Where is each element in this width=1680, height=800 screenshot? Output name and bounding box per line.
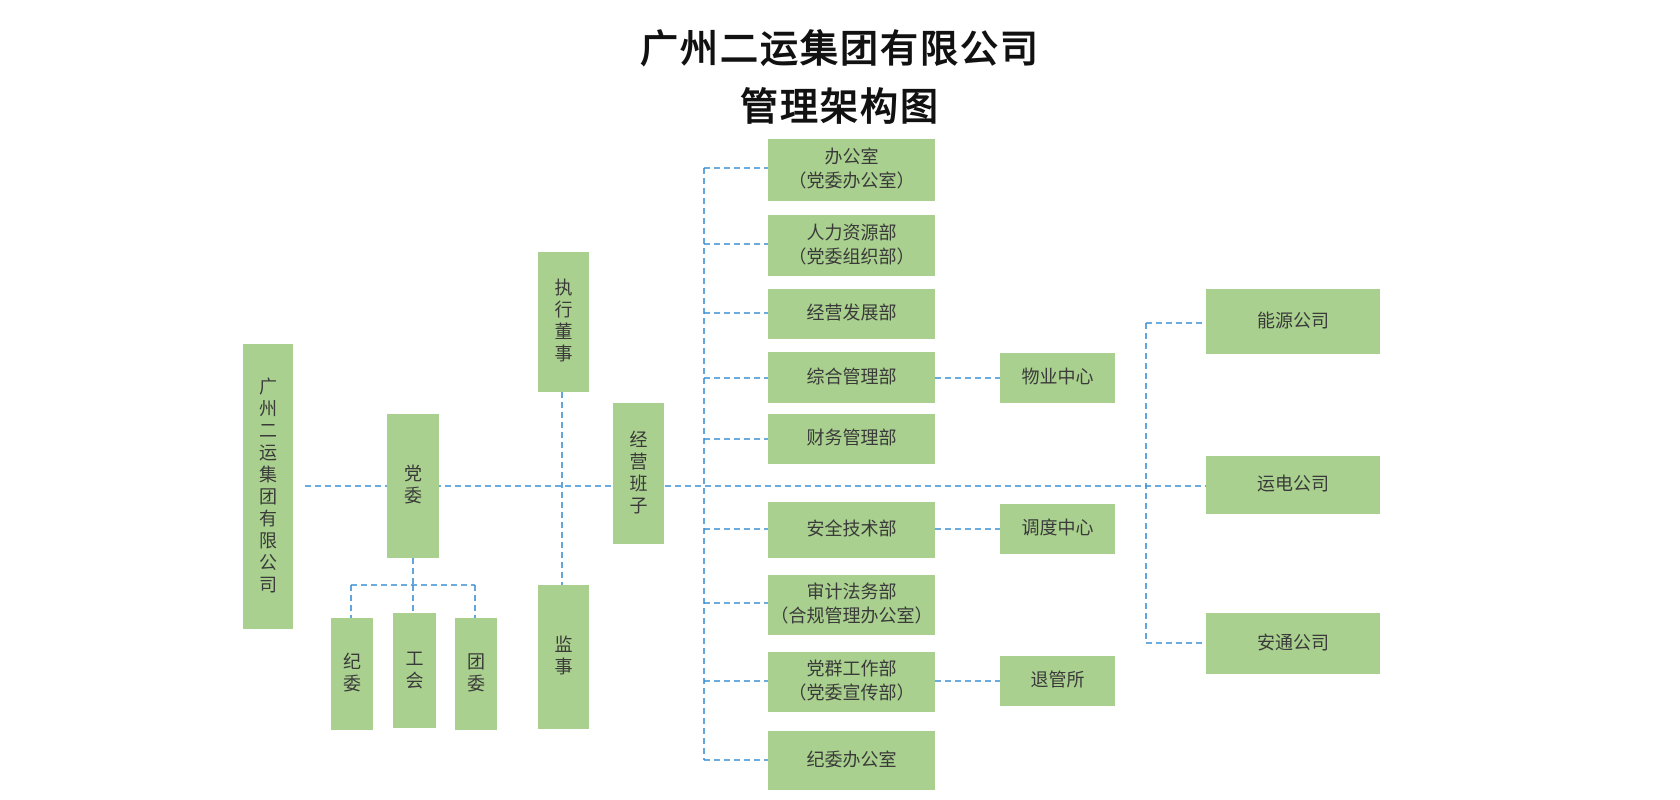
subsidiary-label: 能源公司 <box>1257 310 1329 332</box>
youth-league-box: 团委 <box>455 618 497 730</box>
vertical-char: 行 <box>554 300 573 321</box>
dept-name: 纪委办公室 <box>806 749 897 771</box>
vertical-char: 集 <box>259 464 277 486</box>
center-label: 退管所 <box>1030 670 1085 691</box>
dept-business-development: 经营发展部 <box>768 289 935 339</box>
vertical-char: 限 <box>259 530 277 552</box>
chart-title-line1: 广州二运集团有限公司 <box>639 26 1040 71</box>
vertical-char: 委 <box>404 486 422 507</box>
center-property: 物业中心 <box>1000 353 1115 403</box>
vertical-char: 经 <box>629 429 648 451</box>
vertical-char: 工 <box>405 648 424 670</box>
center-retirement-management: 退管所 <box>1000 656 1115 706</box>
vertical-char: 团 <box>467 652 485 673</box>
dept-office: 办公室 （党委办公室） <box>768 139 935 201</box>
vertical-char: 委 <box>467 674 485 695</box>
vertical-char: 州 <box>259 398 277 420</box>
vertical-char: 纪 <box>343 652 361 673</box>
center-label: 物业中心 <box>1021 367 1094 388</box>
dept-sub: （党委办公室） <box>788 171 915 192</box>
chart-title-line2: 管理架构图 <box>739 84 940 129</box>
vertical-char: 运 <box>259 442 277 464</box>
vertical-char: 监 <box>554 635 573 656</box>
vertical-char: 广 <box>259 376 277 398</box>
vertical-char: 委 <box>343 674 361 695</box>
supervisor-label: 监事 <box>555 635 573 679</box>
company-box: 广州二运集团有限公司 <box>243 344 293 629</box>
vertical-char: 营 <box>629 451 648 473</box>
vertical-char: 党 <box>404 464 422 485</box>
youth-league-label: 团委 <box>467 652 485 696</box>
vertical-char: 团 <box>259 486 277 508</box>
vertical-char: 有 <box>259 508 277 530</box>
executive-director-label: 执行董事 <box>555 278 573 366</box>
vertical-char: 司 <box>259 574 277 596</box>
management-team-box: 经营班子 <box>613 403 664 544</box>
center-dispatch: 调度中心 <box>1000 504 1115 554</box>
subsidiary-energy: 能源公司 <box>1206 289 1380 354</box>
dept-name: 党群工作部 <box>806 659 897 680</box>
subsidiary-label: 安通公司 <box>1257 632 1329 654</box>
vertical-char: 子 <box>629 495 648 517</box>
management-team-label: 经营班子 <box>630 430 648 518</box>
vertical-char: 执 <box>554 278 573 299</box>
dept-sub: （党委宣传部） <box>788 683 915 704</box>
executive-director-box: 执行董事 <box>538 252 589 392</box>
dept-sub: （合规管理办公室） <box>770 606 933 627</box>
dept-name: 经营发展部 <box>806 303 897 324</box>
dept-name: 财务管理部 <box>806 428 897 449</box>
party-committee-box: 党委 <box>387 414 439 558</box>
dept-name: 安全技术部 <box>806 519 897 540</box>
dept-name: 审计法务部 <box>806 582 897 603</box>
discipline-committee-box: 纪委 <box>331 618 373 730</box>
vertical-char: 事 <box>554 657 573 678</box>
labor-union-label: 工会 <box>406 649 424 693</box>
dept-general-management: 综合管理部 <box>768 352 935 403</box>
party-committee-label: 党委 <box>404 464 422 508</box>
dept-hr: 人力资源部 （党委组织部） <box>768 215 935 276</box>
subsidiary-antong: 安通公司 <box>1206 613 1380 674</box>
vertical-char: 事 <box>554 344 573 365</box>
dept-name: 办公室 <box>824 147 879 168</box>
dept-party-mass-work: 党群工作部 （党委宣传部） <box>768 652 935 712</box>
dept-audit-legal: 审计法务部 （合规管理办公室） <box>768 575 935 635</box>
discipline-committee-label: 纪委 <box>343 652 361 696</box>
dept-name: 综合管理部 <box>806 366 897 388</box>
dept-finance: 财务管理部 <box>768 414 935 464</box>
dept-sub: （党委组织部） <box>788 246 915 268</box>
dept-safety-technology: 安全技术部 <box>768 502 935 558</box>
supervisor-box: 监事 <box>538 585 589 729</box>
vertical-char: 董 <box>554 322 573 343</box>
subsidiary-label: 运电公司 <box>1257 474 1329 495</box>
vertical-char: 二 <box>259 420 277 442</box>
vertical-char: 公 <box>259 552 277 574</box>
dept-discipline-office: 纪委办公室 <box>768 731 935 790</box>
company-label: 广州二运集团有限公司 <box>259 377 277 597</box>
center-label: 调度中心 <box>1021 518 1094 539</box>
subsidiary-transport-electric: 运电公司 <box>1206 456 1380 514</box>
vertical-char: 会 <box>405 670 424 692</box>
dept-name: 人力资源部 <box>806 222 897 244</box>
labor-union-box: 工会 <box>393 613 436 728</box>
vertical-char: 班 <box>629 473 648 495</box>
